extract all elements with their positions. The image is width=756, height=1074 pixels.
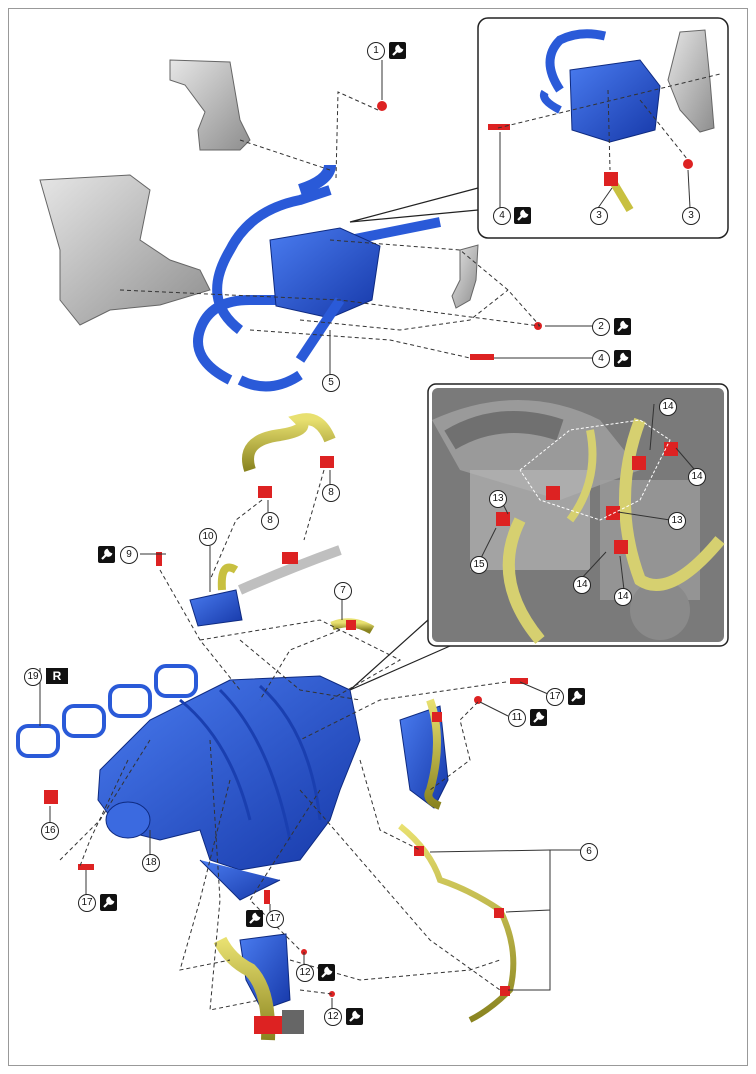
wrench-icon [100,894,117,911]
callout-3b: 3 [682,207,700,225]
bolt-1 [377,101,387,111]
callout-13b: 13 [668,512,686,530]
callout-8a: 8 [261,512,279,530]
wrench-icon [514,207,531,224]
callout-17c: 17 [266,910,284,928]
lower-hose-bracket [213,933,304,1041]
bolt-4 [470,354,494,360]
wrench-icon [614,318,631,335]
wrench-icon [246,910,263,927]
callout-17a: 17 [546,688,564,706]
egr-actuator-assembly [193,164,441,392]
callout-15: 15 [470,556,488,574]
callout-13a: 13 [489,490,507,508]
side-bracket [39,174,211,326]
bolt-17-top [510,678,528,684]
callout-5: 5 [322,374,340,392]
callout-8b: 8 [322,484,340,502]
callout-10: 10 [199,528,217,546]
callout-4b: 4 [592,350,610,368]
intake-gaskets [16,664,198,758]
wrench-icon [614,350,631,367]
dashed-leaders [59,73,721,1011]
bolt-12-bot [329,991,335,997]
bolt-17-left [78,864,94,870]
callout-7: 7 [334,582,352,600]
callout-14c: 14 [573,576,591,594]
callout-9: 9 [120,546,138,564]
pcv-hose-bracket [399,698,449,810]
wrench-icon [346,1008,363,1025]
wrench-icon [389,42,406,59]
callout-12a: 12 [296,964,314,982]
callout-19: 19 [24,668,42,686]
callout-18: 18 [142,854,160,872]
solenoid-valve [189,545,342,627]
solid-leaders [49,60,701,1008]
engine-bay-photo [432,388,725,644]
bolt-17-mid [264,890,270,904]
inset-actuator [488,29,693,213]
callout-1: 1 [367,42,385,60]
callout-6: 6 [580,843,598,861]
intake-manifold [44,675,361,901]
callout-14d: 14 [614,588,632,606]
replace-badge-icon: R [46,668,68,684]
callout-3a: 3 [590,207,608,225]
inset-pointer-top [349,187,479,223]
upper-yellow-hose [242,413,336,498]
callout-12b: 12 [324,1008,342,1026]
hose-6 [398,823,517,1023]
callout-17b: 17 [78,894,96,912]
callout-14b: 14 [688,468,706,486]
bolt-2 [534,322,542,330]
callout-11: 11 [508,709,526,727]
wrench-icon [568,688,585,705]
callout-14a: 14 [659,398,677,416]
small-bracket [451,244,479,309]
callout-2: 2 [592,318,610,336]
upper-bracket [169,59,251,151]
callout-4a: 4 [493,207,511,225]
bolt-9 [156,552,162,566]
wrench-icon [318,964,335,981]
wrench-icon [98,546,115,563]
wrench-icon [530,709,547,726]
callout-16: 16 [41,822,59,840]
